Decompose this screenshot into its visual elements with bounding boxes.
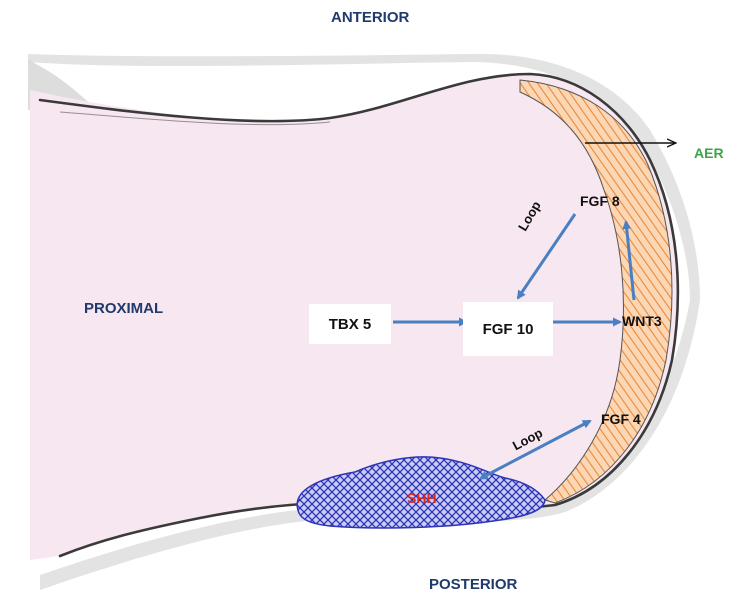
shh-label: SHH (407, 490, 437, 506)
tbx5-label: TBX 5 (329, 316, 372, 333)
proximal-label: PROXIMAL (84, 300, 163, 317)
fgf10-box: FGF 10 (463, 302, 553, 356)
posterior-label: POSTERIOR (429, 576, 517, 593)
wnt3-label: WNT3 (622, 313, 662, 329)
tbx5-box: TBX 5 (309, 304, 391, 344)
fgf10-label: FGF 10 (483, 321, 534, 338)
fgf8-label: FGF 8 (580, 193, 620, 209)
fgf4-label: FGF 4 (601, 411, 641, 427)
anterior-label: ANTERIOR (331, 9, 409, 26)
aer-label: AER (694, 145, 724, 161)
